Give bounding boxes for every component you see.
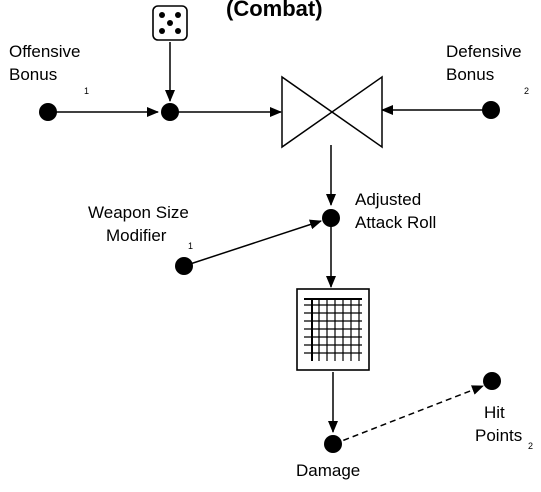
- edge-weapon-to-adjusted: [183, 219, 322, 267]
- label-damage: Damage: [296, 461, 360, 480]
- node-damage: [324, 435, 342, 453]
- node-adjusted-attack-roll: [322, 209, 340, 227]
- connections: [48, 42, 489, 445]
- svg-text:2: 2: [524, 86, 529, 96]
- diagram-title: (Combat): [226, 0, 323, 21]
- node-defensive-bonus: [482, 101, 500, 119]
- edge-damage-to-hitpoints: [333, 385, 484, 445]
- grid-table-icon: [296, 288, 370, 371]
- svg-text:Bonus: Bonus: [446, 65, 494, 84]
- node-dice-join: [161, 103, 179, 121]
- svg-text:Points: Points: [475, 426, 522, 445]
- label-adjusted-attack-roll: Adjusted Attack Roll: [355, 190, 436, 232]
- label-defensive-bonus: Defensive Bonus 2: [446, 42, 529, 96]
- node-hit-points: [483, 372, 501, 390]
- svg-text:Weapon Size: Weapon Size: [88, 203, 189, 222]
- bowtie-converter-icon: [281, 75, 383, 149]
- svg-text:Adjusted: Adjusted: [355, 190, 421, 209]
- svg-text:Attack Roll: Attack Roll: [355, 213, 436, 232]
- label-weapon-size-modifier: Weapon Size Modifier 1: [88, 203, 193, 251]
- node-offensive-bonus: [39, 103, 57, 121]
- nodes: [39, 101, 501, 453]
- svg-text:1: 1: [84, 86, 89, 96]
- label-offensive-bonus: Offensive Bonus 1: [9, 42, 89, 96]
- dice-icon: [152, 5, 188, 41]
- svg-text:Bonus: Bonus: [9, 65, 57, 84]
- svg-text:1: 1: [188, 241, 193, 251]
- svg-text:Offensive: Offensive: [9, 42, 81, 61]
- svg-text:Hit: Hit: [484, 403, 505, 422]
- node-weapon-size-modifier: [175, 257, 193, 275]
- svg-text:2: 2: [528, 441, 533, 451]
- svg-text:Defensive: Defensive: [446, 42, 522, 61]
- label-hit-points: Hit Points 2: [475, 403, 533, 451]
- svg-text:Modifier: Modifier: [106, 226, 167, 245]
